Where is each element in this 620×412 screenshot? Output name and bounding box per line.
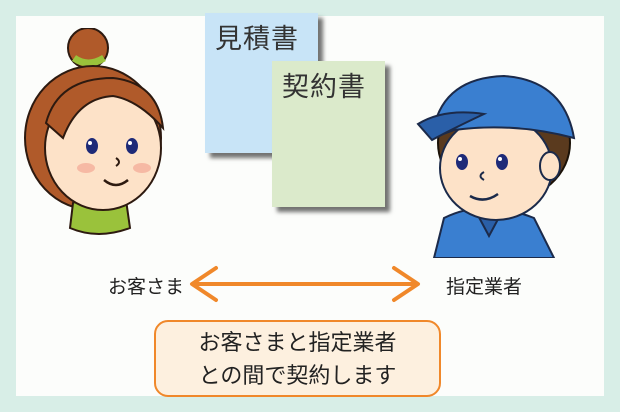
contract-document-title: 契約書 [282,72,366,103]
note-line-2: との間で契約します [198,364,397,389]
contractor-label: 指定業者 [446,276,523,298]
contract-note-box: お客さまと指定業者 との間で契約します [154,320,441,397]
customer-woman-icon [24,28,165,235]
contract-document: 契約書 [272,61,385,207]
note-line-1: お客さまと指定業者 [198,331,397,356]
double-arrow-icon [190,266,420,302]
estimate-document-title: 見積書 [215,24,299,55]
customer-label: お客さま [108,276,185,298]
contractor-worker-icon [416,74,576,258]
